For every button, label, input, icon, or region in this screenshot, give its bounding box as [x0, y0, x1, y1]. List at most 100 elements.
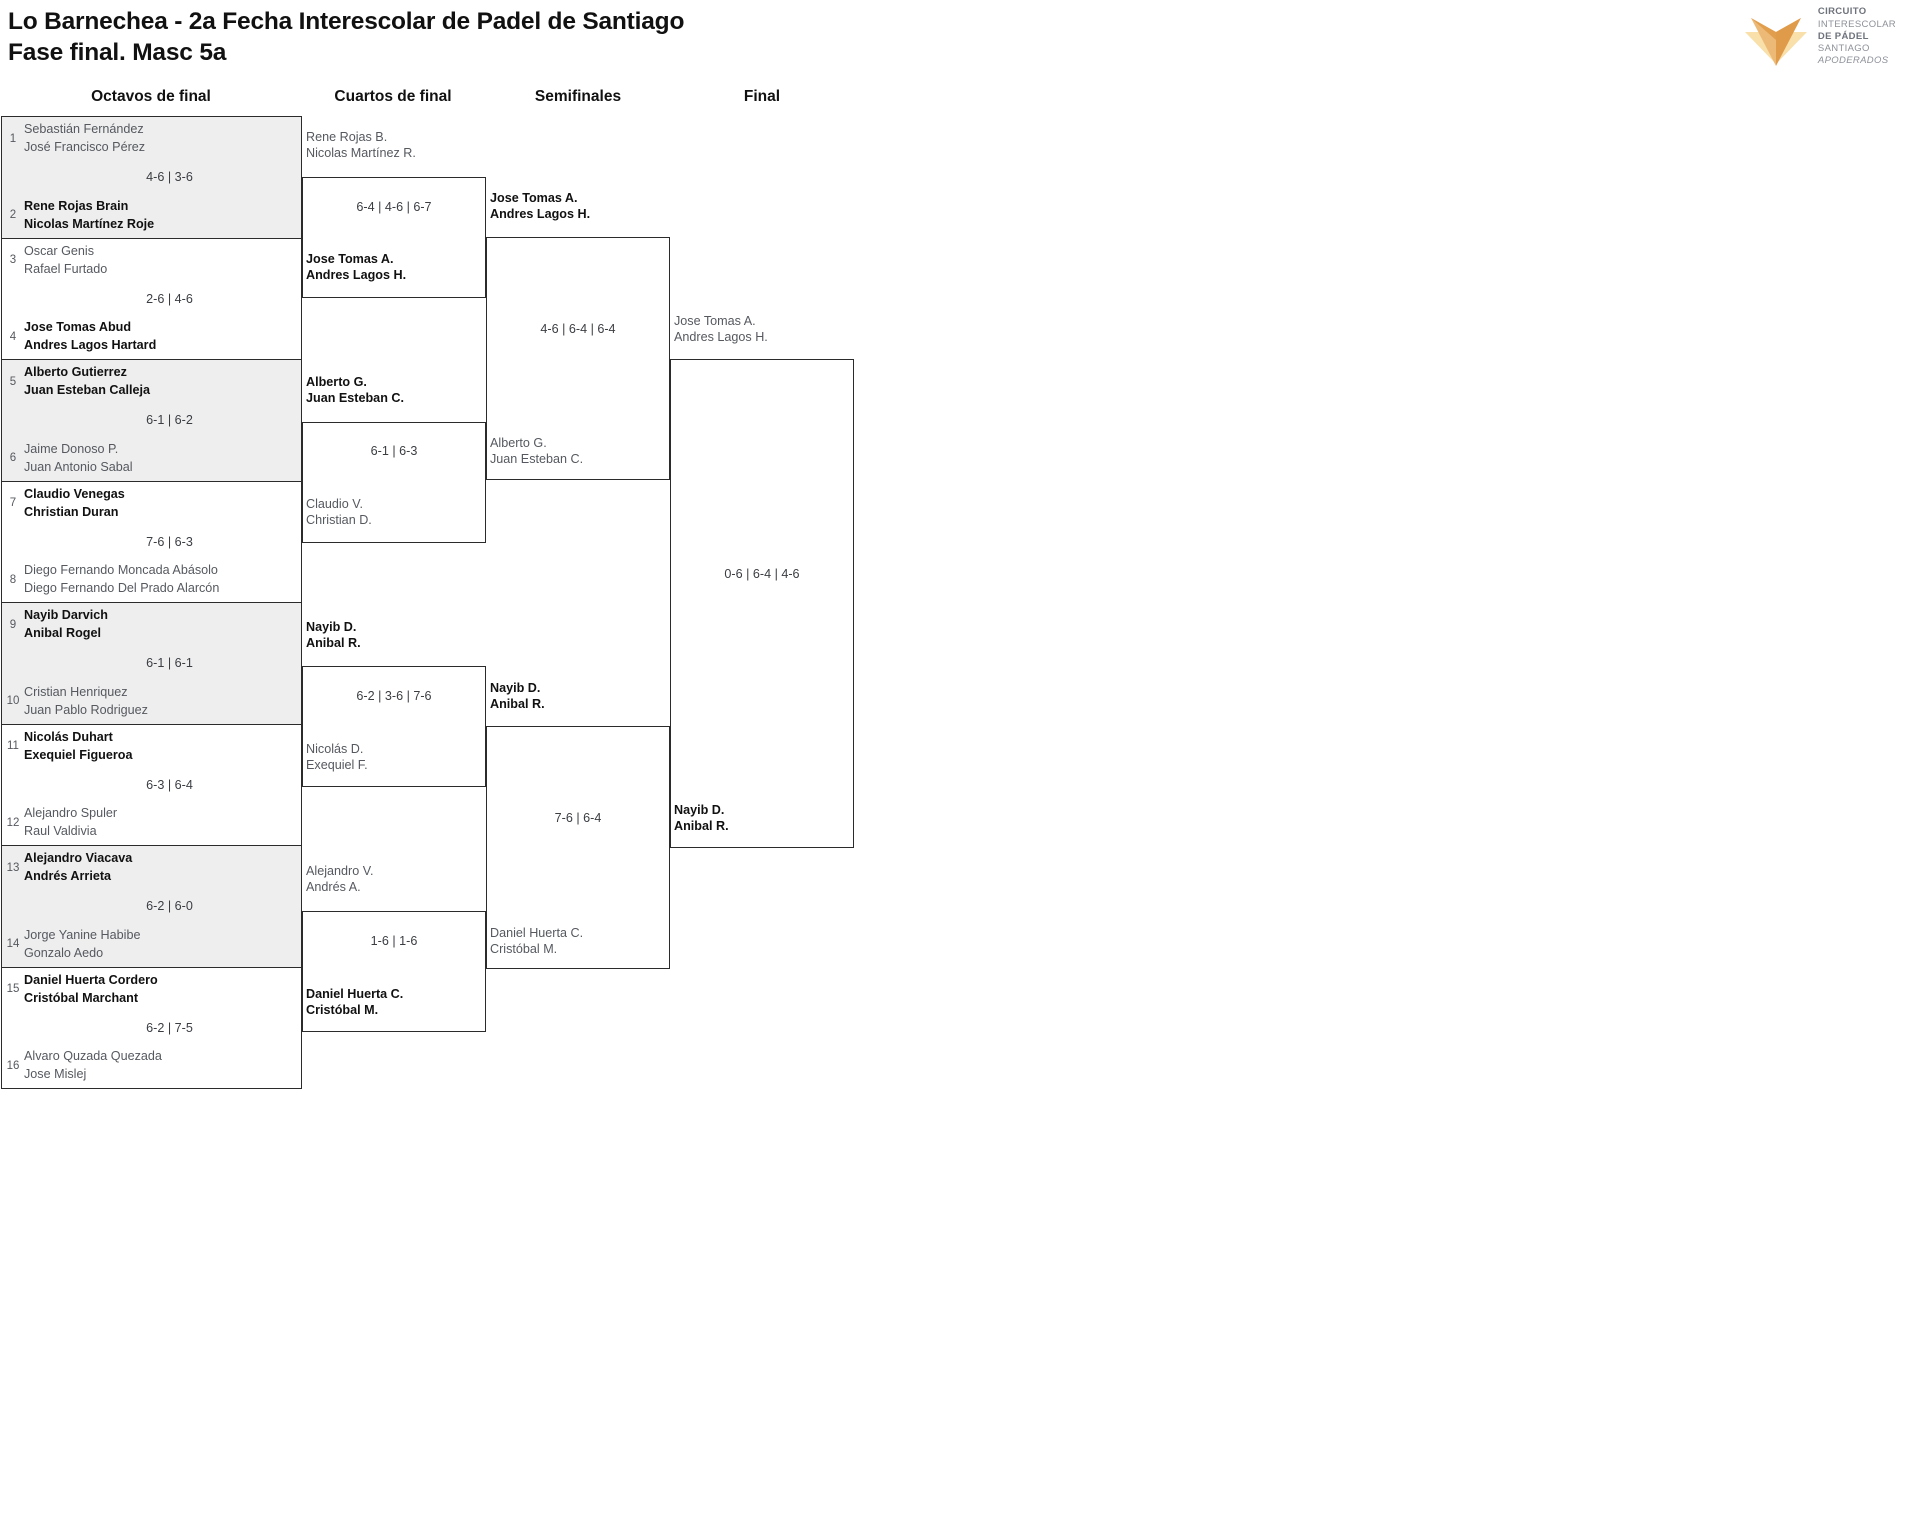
logo-line-4: SANTIAGO [1817, 43, 1870, 55]
player-1: Jose Tomas A. [306, 252, 394, 266]
team-names: Rene Rojas Brain Nicolas Martínez Roje [24, 197, 154, 233]
match-slot-bottom: 6 Jaime Donoso P. Juan Antonio Sabal [2, 440, 301, 476]
seed-number: 5 [9, 375, 17, 388]
match-slot-bottom: 2 Rene Rojas Brain Nicolas Martínez Roje [2, 197, 301, 233]
match-r3-1-score: 4-6 | 6-4 | 6-4 [540, 322, 616, 336]
match-slot-bottom: 14 Jorge Yanine Habibe Gonzalo Aedo [2, 926, 301, 962]
match-r2-4-score: 1-6 | 1-6 [370, 934, 418, 948]
player-1: Rene Rojas B. [306, 130, 388, 144]
team-names: Alejandro Viacava Andrés Arrieta [24, 849, 132, 885]
match-r3-1[interactable] [486, 237, 670, 480]
round-octavos-column: 1 Sebastián Fernández José Francisco Pér… [1, 116, 302, 1089]
match-slot-top: 3 Oscar Genis Rafael Furtado [2, 242, 301, 278]
page-title: Lo Barnechea - 2a Fecha Interescolar de … [8, 6, 1108, 68]
player-2: Christian D. [306, 512, 372, 527]
match-r4-1-slot-top: Jose Tomas A. Andres Lagos H. [674, 314, 768, 345]
match-r1-5[interactable]: 9 Nayib Darvich Anibal Rogel 6-1 | 6-1 1… [2, 603, 301, 725]
team-names: Alvaro Quzada Quezada Jose Mislej [24, 1047, 162, 1083]
match-r2-3-slot-bottom: Nicolás D. Exequiel F. [306, 742, 368, 773]
seed-number: 6 [9, 452, 17, 464]
seed-number: 1 [9, 132, 17, 145]
player-1: Nicolás Duhart [24, 729, 113, 744]
match-r2-1-score: 6-4 | 4-6 | 6-7 [356, 200, 432, 214]
player-1: Oscar Genis [24, 243, 94, 258]
player-1: Alejandro V. [306, 864, 374, 878]
seed-number: 11 [7, 740, 19, 752]
player-1: Nicolás D. [306, 742, 364, 756]
team-names: Diego Fernando Moncada Abásolo Diego Fer… [24, 561, 219, 597]
match-score: 6-1 | 6-2 [146, 413, 193, 428]
player-1: Alejandro Spuler [24, 806, 118, 820]
match-slot-bottom: 10 Cristian Henriquez Juan Pablo Rodrigu… [2, 683, 301, 719]
player-1: Alejandro Viacava [24, 851, 133, 865]
player-1: Claudio V. [306, 497, 363, 511]
player-2: José Francisco Pérez [24, 140, 146, 154]
player-1: Jorge Yanine Habibe [24, 927, 141, 942]
match-r1-4[interactable]: 7 Claudio Venegas Christian Duran 7-6 | … [2, 481, 301, 603]
match-r3-2[interactable] [486, 726, 670, 969]
match-r2-3-slot-top: Nayib D. Anibal R. [306, 620, 361, 651]
team-names: Alejandro Spuler Raul Valdivia [24, 804, 117, 840]
player-2: Christian Duran [24, 504, 119, 519]
match-r4-1-score: 0-6 | 6-4 | 4-6 [724, 567, 800, 581]
player-2: Jose Mislej [24, 1067, 87, 1081]
player-1: Nayib D. [674, 803, 725, 817]
player-2: Diego Fernando Del Prado Alarcón [24, 581, 220, 595]
match-r2-2[interactable] [302, 422, 486, 543]
player-1: Jose Tomas Abud [24, 320, 132, 334]
seed-number: 10 [6, 695, 20, 707]
match-r2-1[interactable] [302, 177, 486, 298]
player-2: Juan Esteban Calleja [24, 383, 150, 397]
player-2: Juan Pablo Rodriguez [24, 702, 148, 717]
player-1: Jose Tomas A. [674, 314, 756, 328]
match-score: 4-6 | 3-6 [146, 170, 193, 185]
match-r2-3[interactable] [302, 666, 486, 787]
team-names: Jose Tomas Abud Andres Lagos Hartard [24, 318, 156, 354]
match-r2-1-slot-top: Rene Rojas B. Nicolas Martínez R. [306, 130, 416, 161]
player-1: Alvaro Quzada Quezada [24, 1049, 162, 1063]
match-r1-7[interactable]: 13 Alejandro Viacava Andrés Arrieta 6-2 … [2, 846, 301, 968]
player-2: Nicolas Martínez R. [306, 145, 416, 160]
player-1: Nayib Darvich [24, 608, 108, 622]
match-slot-bottom: 8 Diego Fernando Moncada Abásolo Diego F… [2, 561, 301, 597]
match-r3-2-slot-top: Nayib D. Anibal R. [490, 681, 545, 712]
match-score: 6-2 | 6-0 [146, 899, 193, 914]
match-r1-1[interactable]: 1 Sebastián Fernández José Francisco Pér… [2, 117, 301, 239]
match-r2-4[interactable] [302, 911, 486, 1032]
match-r2-4-slot-bottom: Daniel Huerta C. Cristóbal M. [306, 987, 403, 1018]
match-r4-1[interactable] [670, 359, 854, 848]
player-2: Anibal R. [490, 696, 545, 711]
seed-number: 16 [6, 1059, 20, 1072]
team-names: Alberto Gutierrez Juan Esteban Calleja [24, 363, 150, 399]
match-slot-top: 5 Alberto Gutierrez Juan Esteban Calleja [2, 363, 301, 399]
match-r1-6[interactable]: 11 Nicolás Duhart Exequiel Figueroa 6-3 … [2, 724, 301, 846]
match-slot-bottom: 4 Jose Tomas Abud Andres Lagos Hartard [2, 318, 301, 354]
player-1: Sebastián Fernández [24, 122, 144, 136]
page-title-line-2: Fase final. Masc 5a [8, 39, 227, 66]
match-r3-2-slot-bottom: Daniel Huerta C. Cristóbal M. [490, 926, 583, 957]
round-header-cuartos: Cuartos de final [334, 88, 452, 105]
seed-number: 2 [9, 209, 17, 221]
seed-number: 4 [9, 330, 17, 343]
seed-number: 13 [6, 861, 20, 874]
seed-number: 14 [6, 938, 20, 950]
match-r1-3[interactable]: 5 Alberto Gutierrez Juan Esteban Calleja… [2, 360, 301, 482]
match-slot-top: 1 Sebastián Fernández José Francisco Pér… [2, 120, 301, 156]
team-names: Cristian Henriquez Juan Pablo Rodriguez [24, 683, 148, 719]
match-r2-3-score: 6-2 | 3-6 | 7-6 [356, 689, 432, 703]
match-r1-2[interactable]: 3 Oscar Genis Rafael Furtado 2-6 | 4-6 4… [2, 238, 301, 360]
match-r2-2-slot-bottom: Claudio V. Christian D. [306, 497, 372, 528]
player-2: Juan Antonio Sabal [24, 459, 133, 474]
match-slot-top: 7 Claudio Venegas Christian Duran [2, 485, 301, 521]
page-title-line-1: Lo Barnechea - 2a Fecha Interescolar de … [8, 8, 685, 35]
match-r2-2-score: 6-1 | 6-3 [370, 444, 418, 458]
seed-number: 15 [6, 983, 20, 995]
player-1: Jose Tomas A. [490, 191, 578, 205]
logo-line-3: DE PÁDEL [1817, 30, 1869, 42]
match-slot-bottom: 16 Alvaro Quzada Quezada Jose Mislej [2, 1047, 301, 1083]
round-header-octavos: Octavos de final [91, 88, 211, 105]
match-r1-8[interactable]: 15 Daniel Huerta Cordero Cristóbal March… [2, 967, 301, 1089]
seed-number: 3 [9, 254, 17, 266]
player-1: Daniel Huerta C. [490, 926, 584, 940]
